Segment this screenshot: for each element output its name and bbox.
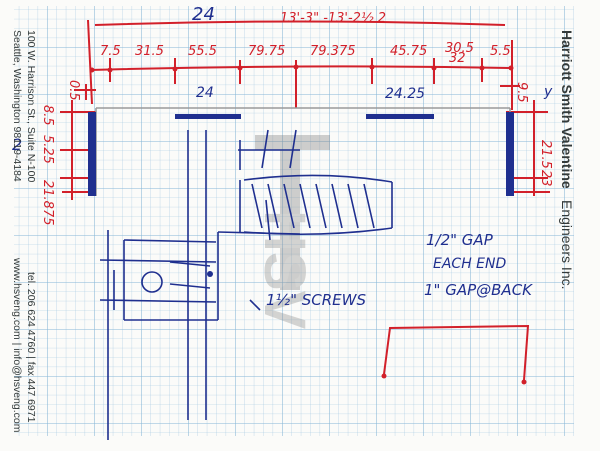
- address-line-2: Seattle, Washington 98119-4184: [11, 30, 23, 182]
- top-left-label: 24: [192, 4, 215, 25]
- right-dim-3: 23: [538, 170, 553, 187]
- dim-6: 45.75: [390, 44, 427, 59]
- phone-fax: tel. 206 624 4760 | fax 447 6971: [25, 272, 37, 423]
- left-margin-label: 2: [12, 135, 22, 154]
- blue-dim-right: 24.25: [385, 86, 425, 102]
- dim-3: 55.5: [188, 44, 217, 59]
- right-margin-label: y: [543, 84, 553, 100]
- hsv-watermark: HSV: [252, 135, 330, 330]
- left-dim-3: 5.25: [40, 135, 55, 164]
- left-dim-4: 21.875: [40, 180, 55, 226]
- blue-dim-left: 24: [196, 85, 214, 101]
- detail-hole: [141, 271, 163, 293]
- overall-dimension: 13'-3" -13'-2½ 2: [280, 11, 386, 26]
- dim-7: 30.5: [445, 41, 474, 56]
- note-screws: 1½" SCREWS: [266, 291, 366, 309]
- company-suffix: Engineers Inc.: [559, 200, 575, 290]
- right-dim-1: 9.5: [514, 82, 529, 103]
- web-email: www.hsveng.com | info@hsveng.com: [11, 257, 23, 433]
- note-gap: 1/2" GAP: [426, 231, 494, 249]
- dim-7b: 32: [449, 51, 466, 66]
- dim-1: 7.5: [100, 44, 121, 59]
- note-each-end: EACH END: [433, 256, 506, 272]
- address-line-1: 100 W. Harrison St., Suite N-100: [25, 30, 37, 182]
- left-dim-1: 0.5: [66, 80, 81, 101]
- dim-2: 31.5: [135, 44, 164, 59]
- left-dim-2: 8.5: [40, 105, 55, 126]
- right-dim-2: 21.5: [538, 140, 553, 169]
- dim-5: 79.375: [310, 44, 356, 59]
- note-gap-back: 1" GAP@BACK: [424, 281, 533, 299]
- cabinet-marks: [88, 112, 514, 196]
- detail-sketch: [99, 129, 393, 440]
- watermark-text: HSV: [252, 210, 317, 330]
- company-name: Harriott Smith Valentine: [559, 30, 575, 189]
- top-dimension-arrows: [89, 64, 514, 73]
- detail-dot: [207, 271, 213, 277]
- dim-8: 5.5: [490, 44, 511, 59]
- red-bracket: [383, 324, 530, 381]
- dim-4: 79.75: [248, 44, 285, 59]
